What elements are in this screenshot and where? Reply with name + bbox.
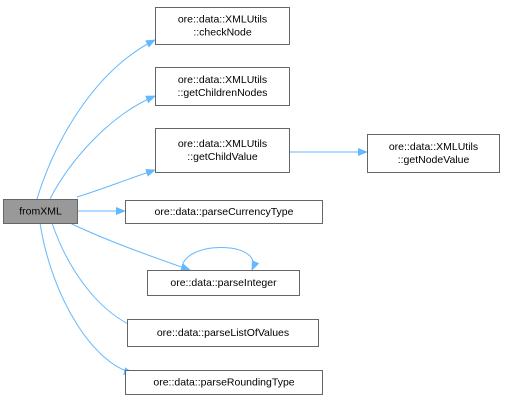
node-label-getChildrenNodes-line-1: ::getChildrenNodes xyxy=(178,87,268,99)
node-label-checkNode-line-1: ::checkNode xyxy=(193,27,252,39)
node-label-getChildValue-line-0: ore::data::XMLUtils xyxy=(178,138,267,150)
node-label-getChildrenNodes-line-0: ore::data::XMLUtils xyxy=(178,74,267,86)
node-box-checkNode xyxy=(155,7,290,45)
node-parseRoundingType[interactable]: ore::data::parseRoundingType xyxy=(125,370,323,395)
node-box-getNodeValue xyxy=(367,134,500,173)
node-label-fromXML-line-0: fromXML xyxy=(19,206,62,218)
node-box-parseInteger xyxy=(147,270,300,296)
nodes-layer: fromXMLore::data::XMLUtils::checkNodeore… xyxy=(3,7,500,395)
node-label-parseListOfValues-line-0: ore::data::parseListOfValues xyxy=(157,327,289,339)
node-fromXML[interactable]: fromXML xyxy=(3,199,78,224)
node-box-fromXML xyxy=(3,199,78,224)
node-checkNode[interactable]: ore::data::XMLUtils::checkNode xyxy=(155,7,290,45)
edge-parseInteger-to-parseInteger xyxy=(181,247,260,271)
node-box-getChildrenNodes xyxy=(155,67,290,106)
node-label-getNodeValue-line-1: ::getNodeValue xyxy=(398,154,470,166)
node-getNodeValue[interactable]: ore::data::XMLUtils::getNodeValue xyxy=(367,134,500,173)
node-label-checkNode-line-0: ore::data::XMLUtils xyxy=(178,14,267,26)
edge-fromXML-to-getChildrenNodes xyxy=(49,95,156,200)
node-parseInteger[interactable]: ore::data::parseInteger xyxy=(147,270,300,296)
edge-fromXML-to-parseRoundingType xyxy=(39,222,134,376)
node-parseCurrencyType[interactable]: ore::data::parseCurrencyType xyxy=(125,200,323,224)
edge-fromXML-to-checkNode xyxy=(36,39,156,200)
node-label-getNodeValue-line-0: ore::data::XMLUtils xyxy=(389,141,478,153)
node-label-parseCurrencyType-line-0: ore::data::parseCurrencyType xyxy=(155,206,294,218)
node-label-getChildValue-line-1: ::getChildValue xyxy=(187,151,258,163)
node-getChildValue[interactable]: ore::data::XMLUtils::getChildValue xyxy=(155,128,290,173)
node-box-parseCurrencyType xyxy=(125,200,323,224)
edges-layer xyxy=(36,39,368,376)
node-label-parseRoundingType-line-0: ore::data::parseRoundingType xyxy=(153,377,294,389)
node-box-parseListOfValues xyxy=(127,319,319,347)
node-parseListOfValues[interactable]: ore::data::parseListOfValues xyxy=(127,319,319,347)
edge-fromXML-to-getChildValue xyxy=(76,169,156,198)
node-getChildrenNodes[interactable]: ore::data::XMLUtils::getChildrenNodes xyxy=(155,67,290,106)
node-label-parseInteger-line-0: ore::data::parseInteger xyxy=(170,277,277,289)
edge-fromXML-to-parseListOfValues xyxy=(51,222,141,330)
node-box-parseRoundingType xyxy=(125,370,323,395)
edge-fromXML-to-parseInteger xyxy=(69,222,191,271)
node-box-getChildValue xyxy=(155,128,290,173)
